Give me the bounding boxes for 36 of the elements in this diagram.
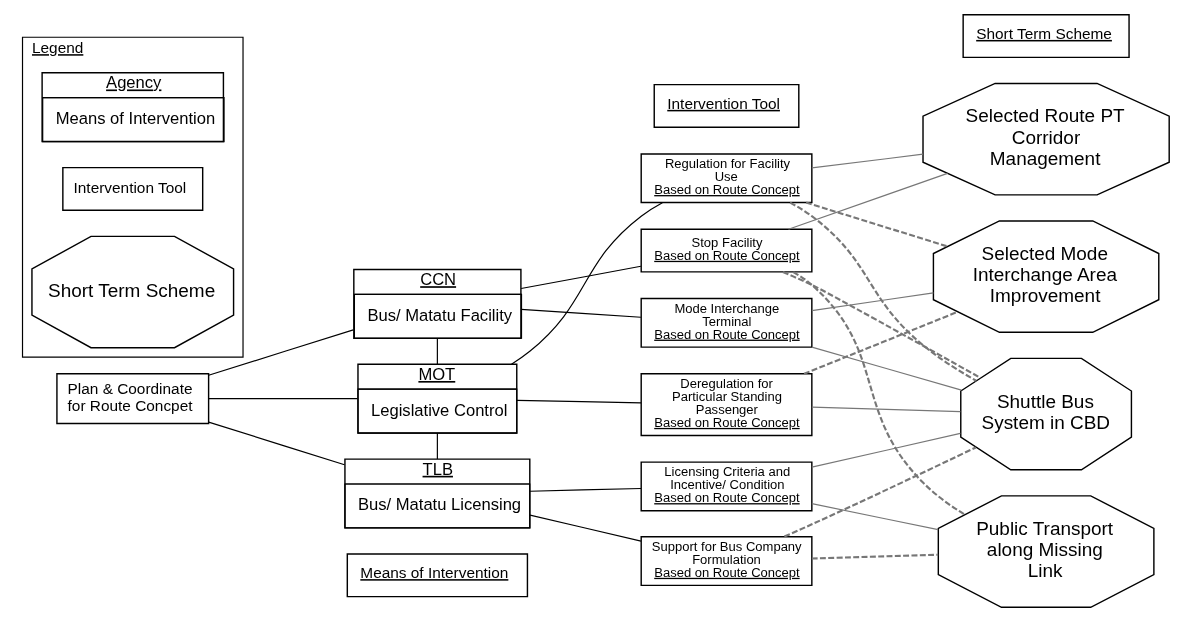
node-box: Intervention Tool — [62, 166, 204, 211]
connector — [208, 328, 354, 376]
connector — [782, 270, 982, 379]
connector — [516, 399, 642, 403]
connector — [436, 337, 438, 365]
node-box: Mode Interchange Terminal Based on Route Concept — [640, 297, 813, 348]
node-box: Deregulation for Particular Standing Passenger Based on Route Concept — [640, 372, 813, 436]
node-box: Intervention Tool — [653, 83, 800, 128]
connector — [789, 201, 977, 382]
connector — [792, 270, 966, 516]
connector — [803, 310, 958, 375]
connector — [811, 432, 961, 468]
connector — [811, 153, 924, 168]
connector — [805, 201, 948, 247]
connector — [811, 345, 963, 391]
connector — [783, 445, 977, 538]
node-box: Stop Facility Based on Route Concept — [640, 228, 813, 273]
connector — [811, 291, 935, 311]
connector — [510, 201, 663, 365]
connector — [436, 432, 438, 460]
connector — [520, 308, 642, 318]
connector — [811, 502, 939, 530]
connector — [208, 397, 359, 399]
connector — [208, 421, 346, 465]
connector — [529, 487, 642, 492]
node-box: Regulation for Facility Use Based on Route Concept — [640, 152, 813, 203]
connector — [529, 513, 642, 542]
node-box: Means of Intervention — [346, 552, 529, 597]
node-box: Plan & Coordinate for Route Concpet — [56, 372, 210, 424]
node-box: Licensing Criteria and Incentive/ Condition Based on Route Concept — [640, 460, 813, 511]
node-box: Short Term Scheme — [962, 13, 1130, 58]
node-box: Support for Bus Company Formulation Based on Route Concept — [640, 535, 813, 586]
connector — [787, 172, 949, 230]
connector — [811, 406, 961, 412]
connector — [520, 265, 642, 289]
connector — [811, 553, 939, 560]
